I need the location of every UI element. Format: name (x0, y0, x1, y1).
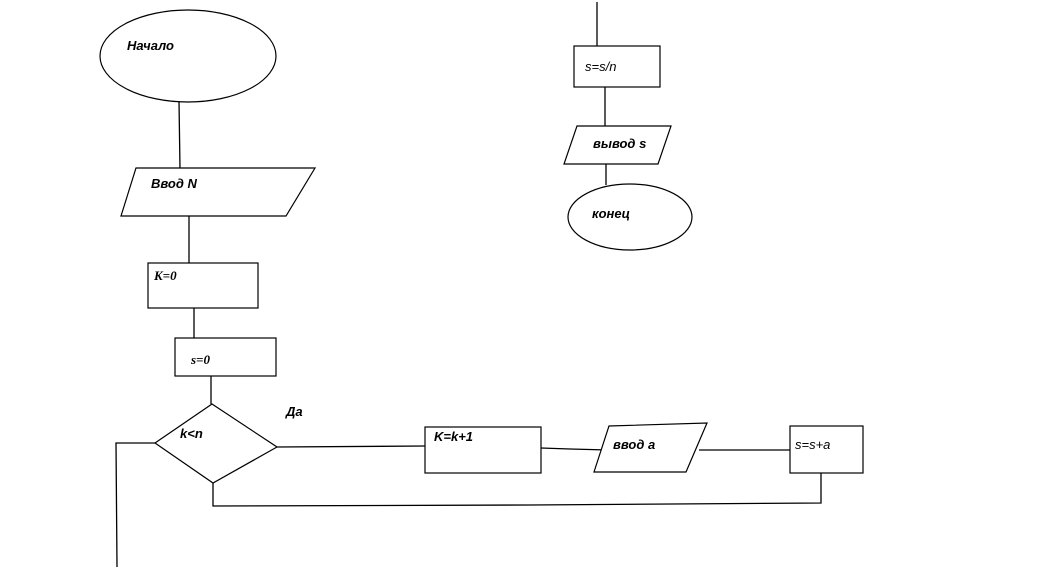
sum-rect (789, 425, 864, 474)
increment-process: K=k+1 (424, 426, 542, 474)
end-ellipse (567, 183, 693, 251)
end-label: конец (592, 206, 630, 221)
start-ellipse (99, 9, 277, 103)
end-terminator: конец (567, 183, 693, 251)
input-n-parallelogram (120, 167, 317, 217)
increment-label: K=k+1 (434, 429, 473, 444)
sum-label: s=s+a (795, 437, 830, 452)
condition-diamond (153, 403, 279, 484)
input-a-io: ввод a (593, 422, 708, 473)
condition-label: k<n (180, 426, 203, 441)
start-terminator: Начало (99, 9, 277, 103)
k0-process: K=0 (147, 262, 259, 309)
s0-process: s=0 (174, 337, 277, 377)
sum-process: s=s+a (789, 425, 864, 474)
yes-branch-label: Да (285, 404, 303, 419)
edge-start-to-input-n (178, 100, 181, 170)
average-label: s=s/n (585, 59, 616, 74)
k0-label: K=0 (153, 268, 177, 283)
edge-sum-loop-back (212, 473, 822, 507)
start-label: Начало (127, 38, 174, 53)
condition-decision: k<n Да (153, 403, 303, 484)
connectors (115, 2, 822, 567)
input-n-label: Ввод N (151, 176, 198, 191)
increment-rect (424, 426, 542, 474)
output-label: вывод s (593, 136, 646, 151)
output-io: вывод s (563, 125, 672, 165)
k0-rect (147, 262, 259, 309)
average-process: s=s/n (573, 45, 661, 88)
output-parallelogram (563, 125, 672, 165)
s0-rect (174, 337, 277, 377)
edge-increment-to-input-a (540, 447, 609, 451)
s0-label: s=0 (190, 352, 210, 367)
input-n-io: Ввод N (120, 167, 317, 217)
edge-condition-no-exit (115, 442, 155, 567)
input-a-parallelogram (593, 422, 708, 473)
input-a-label: ввод a (613, 437, 655, 452)
average-rect (573, 45, 661, 88)
edge-condition-yes-to-increment (276, 445, 426, 448)
